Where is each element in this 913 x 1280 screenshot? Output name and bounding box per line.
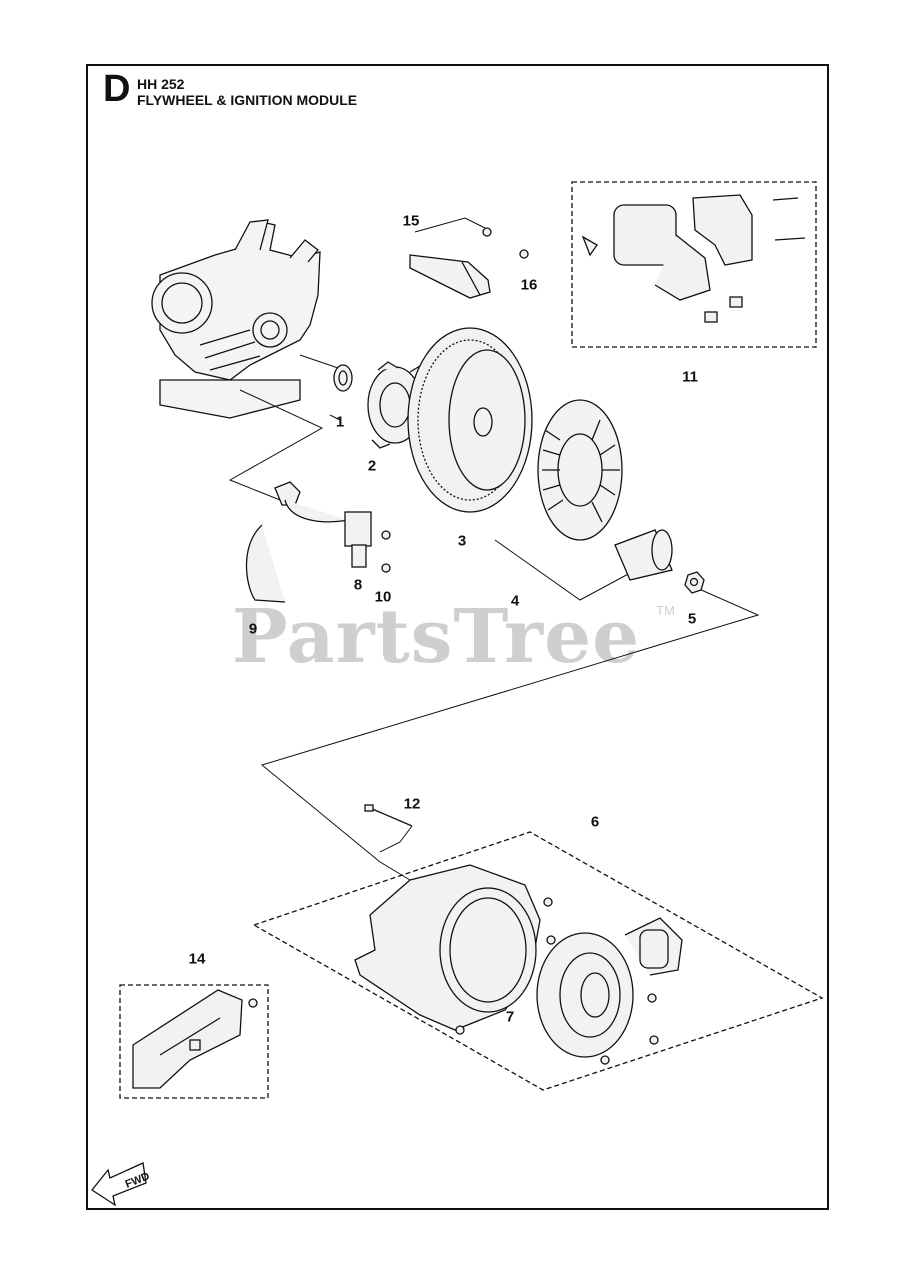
callout-15: 15 — [402, 212, 420, 230]
part-blower-housing — [252, 831, 824, 1091]
callout-11: 11 — [682, 368, 698, 386]
callout-7: 7 — [505, 1008, 515, 1026]
model-number: HH 252 — [137, 76, 185, 92]
callout-4: 4 — [510, 592, 520, 610]
part-recoil-starter — [536, 917, 683, 1065]
engine-block — [151, 219, 321, 419]
callout-16: 16 — [520, 276, 538, 294]
part-flywheel — [407, 327, 533, 513]
callout-1: 1 — [335, 413, 345, 431]
leader-lines — [228, 217, 760, 881]
part-plate — [119, 984, 269, 1099]
diagram-frame — [86, 64, 829, 1210]
callout-14: 14 — [188, 950, 206, 968]
callout-6: 6 — [590, 813, 600, 831]
callout-10: 10 — [374, 588, 392, 606]
part-fan — [537, 399, 673, 581]
watermark-tm: TM — [656, 603, 675, 618]
callout-3: 3 — [457, 532, 467, 550]
callout-5: 5 — [687, 610, 697, 628]
part-nut — [684, 571, 705, 594]
part-seal — [333, 364, 353, 392]
part-bolt — [364, 804, 413, 827]
callout-9: 9 — [248, 620, 258, 638]
diagram-title: FLYWHEEL & IGNITION MODULE — [137, 92, 358, 108]
fwd-arrow-icon — [91, 1162, 147, 1207]
callout-8: 8 — [353, 576, 363, 594]
callout-2: 2 — [367, 457, 377, 475]
part-starter-motor — [571, 181, 817, 348]
part-bracket — [409, 227, 529, 299]
section-letter: D — [103, 68, 131, 110]
part-ignition-coil — [245, 481, 391, 603]
watermark-text: PartsTree — [232, 594, 641, 680]
callout-12: 12 — [403, 795, 421, 813]
